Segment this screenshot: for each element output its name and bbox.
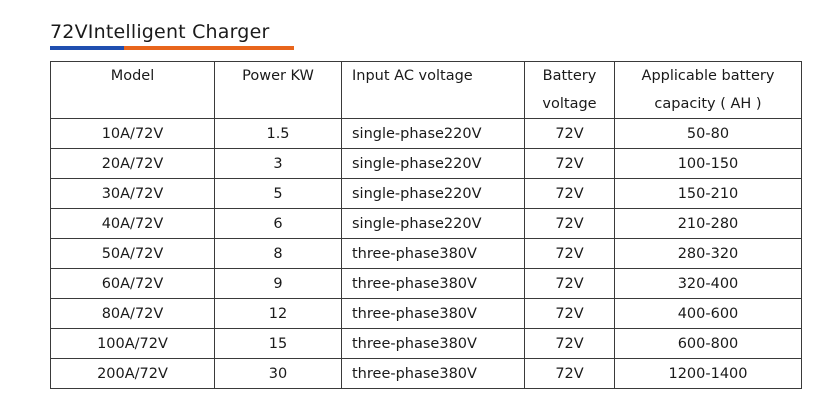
charger-spec-table: Model Power KW Input AC voltage Battery … — [50, 61, 802, 389]
header-model-line: Model — [110, 68, 155, 84]
header-model: Model — [50, 61, 215, 119]
cell-battery-voltage: 72V — [524, 358, 615, 389]
header-battery-voltage-line-1: Battery — [542, 68, 597, 84]
cell-power-kw: 3 — [214, 148, 342, 179]
title-underline — [50, 46, 294, 50]
cell-model: 50A/72V — [50, 238, 215, 269]
cell-power-kw: 30 — [214, 358, 342, 389]
cell-model: 80A/72V — [50, 298, 215, 329]
header-capacity-line-2: capacity ( AH ) — [654, 96, 762, 112]
cell-model: 40A/72V — [50, 208, 215, 239]
cell-capacity: 1200-1400 — [614, 358, 802, 389]
cell-battery-voltage: 72V — [524, 178, 615, 209]
cell-battery-voltage: 72V — [524, 328, 615, 359]
cell-power-kw: 8 — [214, 238, 342, 269]
cell-power-kw: 15 — [214, 328, 342, 359]
cell-capacity: 600-800 — [614, 328, 802, 359]
cell-input-voltage: single-phase220V — [341, 118, 525, 149]
cell-model: 100A/72V — [50, 328, 215, 359]
cell-model: 20A/72V — [50, 148, 215, 179]
cell-model: 200A/72V — [50, 358, 215, 389]
cell-input-voltage: single-phase220V — [341, 178, 525, 209]
header-battery-voltage-line-2: voltage — [542, 96, 597, 112]
header-power: Power KW — [214, 61, 342, 119]
title-underline-blue — [50, 46, 124, 50]
cell-input-voltage: three-phase380V — [341, 268, 525, 299]
cell-input-voltage: three-phase380V — [341, 358, 525, 389]
cell-capacity: 150-210 — [614, 178, 802, 209]
cell-battery-voltage: 72V — [524, 148, 615, 179]
cell-capacity: 320-400 — [614, 268, 802, 299]
header-battery-voltage: Battery voltage — [524, 61, 615, 119]
cell-battery-voltage: 72V — [524, 238, 615, 269]
cell-power-kw: 12 — [214, 298, 342, 329]
header-input-voltage-line: Input AC voltage — [352, 68, 473, 84]
cell-capacity: 210-280 — [614, 208, 802, 239]
cell-capacity: 100-150 — [614, 148, 802, 179]
cell-input-voltage: three-phase380V — [341, 238, 525, 269]
cell-power-kw: 6 — [214, 208, 342, 239]
header-capacity: Applicable battery capacity ( AH ) — [614, 61, 802, 119]
cell-capacity: 50-80 — [614, 118, 802, 149]
cell-power-kw: 1.5 — [214, 118, 342, 149]
cell-input-voltage: three-phase380V — [341, 328, 525, 359]
cell-power-kw: 5 — [214, 178, 342, 209]
cell-model: 60A/72V — [50, 268, 215, 299]
cell-battery-voltage: 72V — [524, 298, 615, 329]
cell-capacity: 400-600 — [614, 298, 802, 329]
cell-battery-voltage: 72V — [524, 268, 615, 299]
title-underline-orange — [124, 46, 294, 50]
cell-input-voltage: three-phase380V — [341, 298, 525, 329]
cell-input-voltage: single-phase220V — [341, 208, 525, 239]
cell-battery-voltage: 72V — [524, 208, 615, 239]
cell-model: 10A/72V — [50, 118, 215, 149]
table-header-row: Model Power KW Input AC voltage Battery … — [50, 61, 802, 119]
cell-power-kw: 9 — [214, 268, 342, 299]
cell-model: 30A/72V — [50, 178, 215, 209]
page-title: 72VIntelligent Charger — [50, 21, 270, 43]
header-capacity-line-1: Applicable battery — [641, 68, 775, 84]
cell-capacity: 280-320 — [614, 238, 802, 269]
cell-input-voltage: single-phase220V — [341, 148, 525, 179]
cell-battery-voltage: 72V — [524, 118, 615, 149]
header-power-line: Power KW — [242, 68, 314, 84]
header-input-voltage: Input AC voltage — [341, 61, 525, 119]
